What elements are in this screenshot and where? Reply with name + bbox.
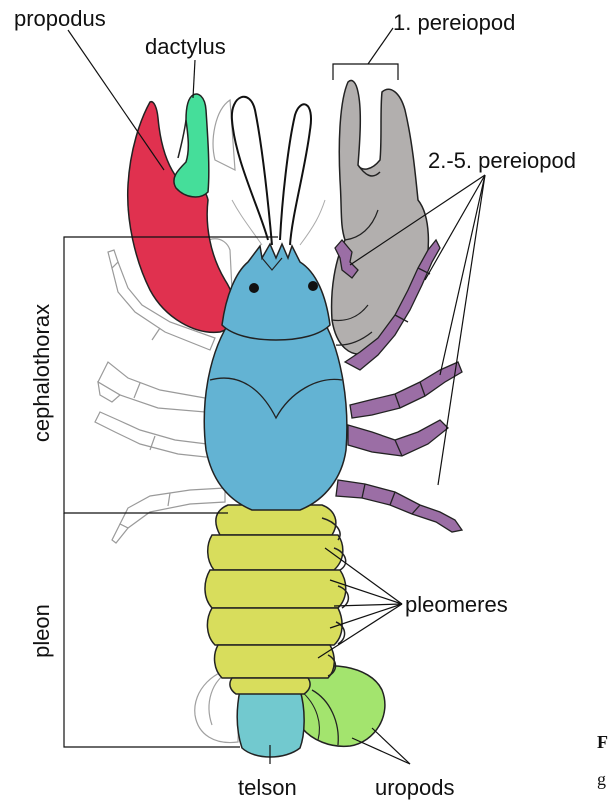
label-1-pereiopod: 1. pereiopod <box>393 12 515 34</box>
antennae <box>232 97 311 245</box>
telson-shape <box>237 690 304 757</box>
label-dactylus: dactylus <box>145 36 226 58</box>
pleon-shape <box>205 505 348 694</box>
label-propodus: propodus <box>14 8 106 30</box>
first-pereiopod-shape <box>332 80 429 354</box>
label-pleomeres: pleomeres <box>405 594 508 616</box>
edge-text-bottom: g <box>597 770 606 788</box>
edge-text-top: F <box>597 733 608 751</box>
left-eye <box>249 283 259 293</box>
label-2-5-pereiopod: 2.-5. pereiopod <box>428 150 576 172</box>
label-telson: telson <box>238 777 297 799</box>
right-eye <box>308 281 318 291</box>
dactylus-shape <box>174 94 209 197</box>
antennule-lines <box>232 200 325 245</box>
label-pleon: pleon <box>31 601 53 661</box>
label-uropods: uropods <box>375 777 455 799</box>
label-cephalothorax: cephalothorax <box>31 303 53 443</box>
